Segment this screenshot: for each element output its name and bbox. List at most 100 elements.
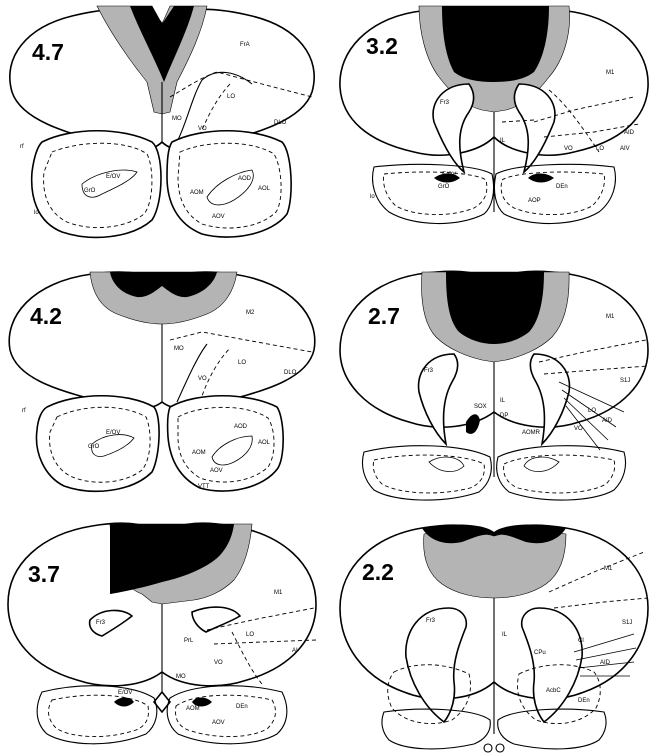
bulb-layer bbox=[504, 455, 615, 493]
region-label: AID bbox=[602, 418, 613, 424]
region-label: E/OV bbox=[106, 430, 120, 436]
olfactory-bulb-right bbox=[167, 131, 291, 237]
region-label: VO bbox=[574, 426, 583, 432]
region-label: AOP bbox=[528, 198, 541, 204]
bulb-layer bbox=[373, 455, 484, 493]
region-label: DLO bbox=[274, 120, 287, 126]
region-label: AOV bbox=[210, 468, 223, 474]
region-label: LO bbox=[246, 632, 254, 638]
region-label: GrO bbox=[438, 184, 450, 190]
region-label: DP bbox=[500, 413, 508, 419]
bulb-layer bbox=[176, 695, 276, 736]
region-label: LO bbox=[588, 408, 596, 414]
region-label: AOL bbox=[258, 440, 271, 446]
region-label: GrO bbox=[88, 444, 100, 450]
region-label: AOD bbox=[234, 424, 248, 430]
region-label: FrA bbox=[240, 42, 250, 48]
region-label: Fr3 bbox=[440, 100, 450, 106]
section-3-7: 3.7 M1 Fr3 PrL VO LO AI MO AOM AOV DEn E… bbox=[2, 512, 322, 754]
region-label: AIV bbox=[620, 146, 630, 152]
region-label: AOM bbox=[192, 450, 206, 456]
region-label: MO bbox=[172, 116, 182, 122]
section-label: 2.2 bbox=[362, 559, 394, 585]
region-label: rf bbox=[22, 408, 26, 414]
region-label: SOX bbox=[474, 404, 487, 410]
region-label: AOMR bbox=[522, 430, 541, 436]
region-label: lo bbox=[34, 210, 39, 216]
region-label: M2 bbox=[246, 310, 255, 316]
section-label: 3.7 bbox=[28, 561, 60, 587]
region-label: Fr3 bbox=[426, 618, 436, 624]
region-label: AI bbox=[292, 648, 298, 654]
ventricle-black bbox=[442, 6, 549, 82]
section-3-2-drawing: 3.2 M1 Fr3 IL VO LO AID AIV GrO AOP lo E… bbox=[334, 2, 653, 252]
section-3-7-drawing: 3.7 M1 Fr3 PrL VO LO AI MO AOM AOV DEn E… bbox=[2, 512, 322, 754]
region-label: AOM bbox=[186, 706, 200, 712]
region-label: DEn bbox=[578, 698, 590, 704]
midline-ring bbox=[496, 744, 504, 752]
region-label: VO bbox=[564, 146, 573, 152]
region-label: DEn bbox=[236, 704, 248, 710]
region-label: S1J bbox=[620, 378, 630, 384]
region-label: S1J bbox=[622, 620, 632, 626]
region-label: M1 bbox=[604, 566, 613, 572]
region-label: AOD bbox=[238, 176, 252, 182]
region-label: E/OV bbox=[106, 174, 120, 180]
region-label: VO bbox=[198, 126, 207, 132]
region-label: MO bbox=[174, 346, 184, 352]
region-label: E/OV bbox=[442, 172, 456, 178]
region-label: E/OV bbox=[118, 690, 132, 696]
section-2-2-drawing: 2.2 M1 S1J Fr3 IL CPu Cl AcbC DEn AID bbox=[334, 512, 653, 754]
region-label: PrL bbox=[184, 638, 194, 644]
region-label: GrO bbox=[84, 188, 96, 194]
region-label: M1 bbox=[274, 590, 283, 596]
section-2-7: 2.7 M1 S1J Fr3 IL DP SOX AOMR AID VO LO bbox=[334, 262, 653, 512]
region-label: LO bbox=[227, 94, 235, 100]
bulb-outline bbox=[167, 686, 287, 744]
region-label: Cl bbox=[578, 638, 584, 644]
olfactory-bulb-left bbox=[32, 131, 161, 238]
region-label: VO bbox=[198, 376, 207, 382]
bulb-core-right bbox=[524, 457, 559, 472]
region-label: AID bbox=[624, 130, 635, 136]
region-label: IL bbox=[500, 138, 506, 144]
region-label: DLO bbox=[284, 370, 297, 376]
bulb-outline bbox=[362, 446, 491, 500]
section-3-2: 3.2 M1 Fr3 IL VO LO AID AIV GrO AOP lo E… bbox=[334, 2, 653, 252]
region-label: IL bbox=[502, 632, 508, 638]
region-label: M1 bbox=[606, 70, 615, 76]
region-label: LO bbox=[596, 146, 604, 152]
region-label: AOL bbox=[258, 186, 271, 192]
region-label: lo bbox=[370, 194, 375, 200]
section-label: 2.7 bbox=[368, 303, 400, 329]
section-label: 3.2 bbox=[366, 33, 398, 59]
section-4-7-drawing: 4.7 FrA MO VO LO DLO E/OV GrO AOD AOM AO… bbox=[2, 2, 322, 252]
region-label: AID bbox=[600, 660, 611, 666]
region-label: AOM bbox=[190, 190, 204, 196]
region-label: Fr3 bbox=[424, 368, 434, 374]
section-4-2-drawing: 4.2 M2 MO VO LO DLO E/OV GrO AOD AOM AOL… bbox=[2, 262, 322, 512]
midline-ring bbox=[484, 744, 492, 752]
region-label: AOV bbox=[212, 720, 225, 726]
region-label: M1 bbox=[606, 314, 615, 320]
region-label: VTT bbox=[198, 484, 210, 490]
region-label: LO bbox=[238, 360, 246, 366]
bulb-outline bbox=[497, 446, 626, 500]
bulb-core-left bbox=[429, 457, 464, 472]
region-label: rf bbox=[20, 144, 24, 150]
region-label: IL bbox=[500, 398, 506, 404]
region-label: MO bbox=[176, 674, 186, 680]
section-2-2: 2.2 M1 S1J Fr3 IL CPu Cl AcbC DEn AID bbox=[334, 512, 653, 754]
section-2-7-drawing: 2.7 M1 S1J Fr3 IL DP SOX AOMR AID VO LO bbox=[334, 262, 653, 512]
section-label: 4.7 bbox=[32, 39, 64, 65]
region-label: CPu bbox=[534, 650, 546, 656]
region-label: DEn bbox=[556, 184, 568, 190]
region-label: AcbC bbox=[546, 688, 561, 694]
region-label: AOV bbox=[212, 214, 225, 220]
region-label: VO bbox=[214, 660, 223, 666]
section-4-7: 4.7 FrA MO VO LO DLO E/OV GrO AOD AOM AO… bbox=[2, 2, 322, 252]
region-label: Fr3 bbox=[96, 620, 106, 626]
section-label: 4.2 bbox=[30, 303, 62, 329]
bulb-outline bbox=[37, 686, 157, 744]
